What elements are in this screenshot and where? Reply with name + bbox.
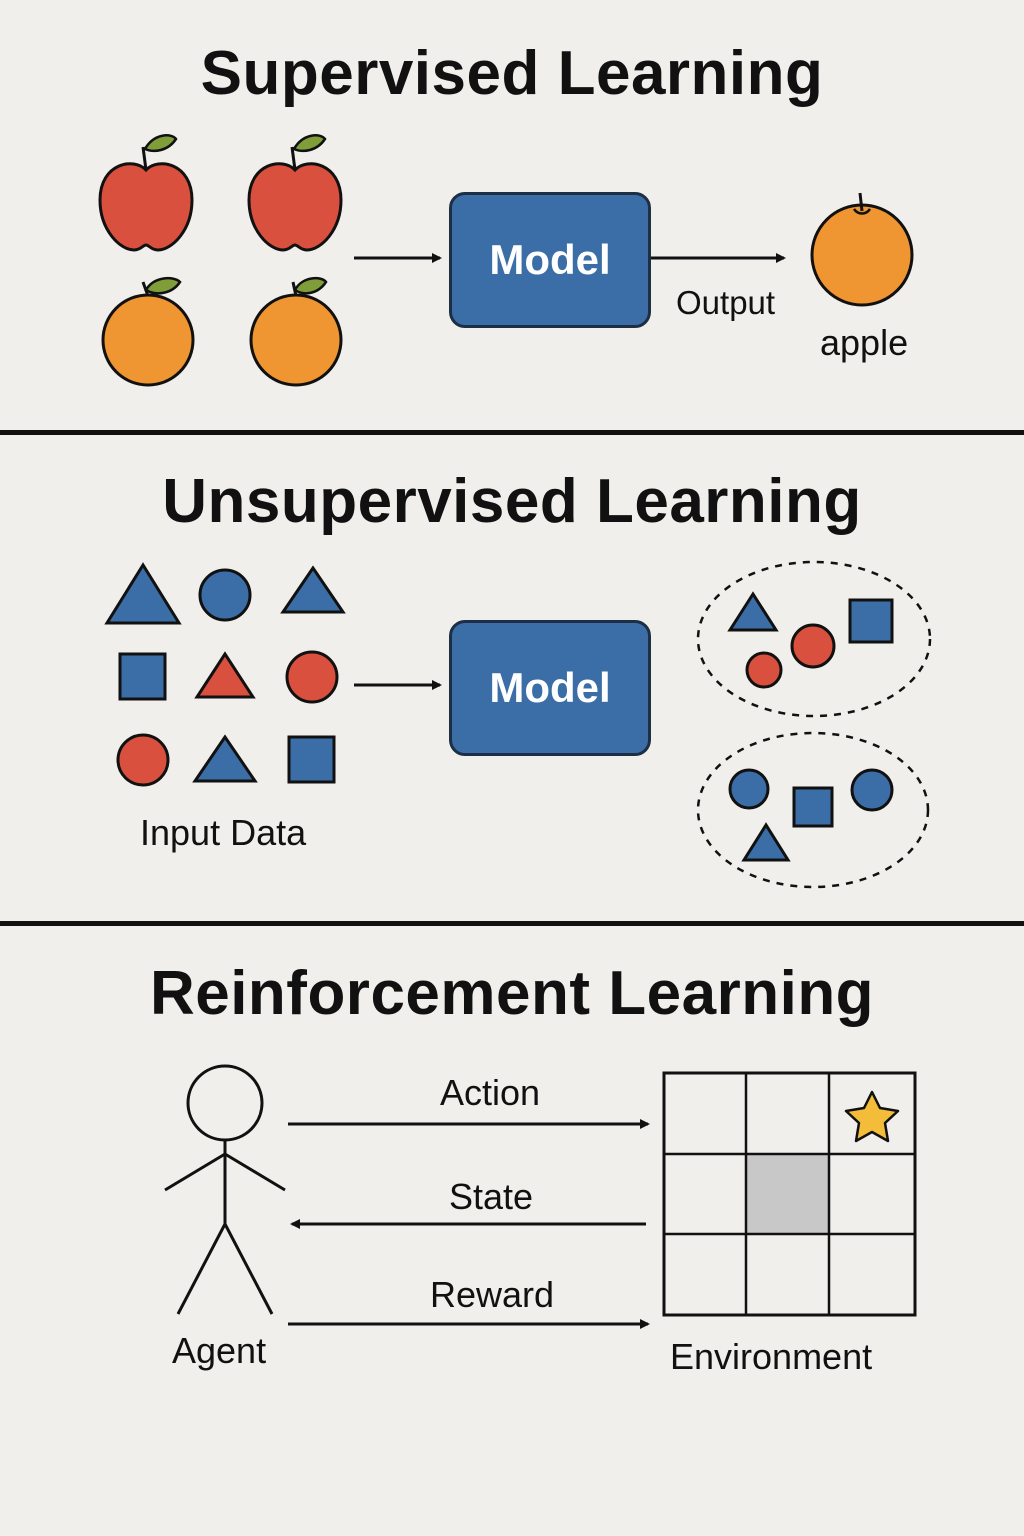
state-label: State bbox=[449, 1176, 534, 1217]
blue-square-shape bbox=[118, 652, 167, 701]
predicted-orange-icon bbox=[810, 192, 914, 307]
blue-triangle-shape bbox=[741, 822, 791, 862]
blue-square-shape bbox=[792, 786, 834, 828]
unsupervised-graphics bbox=[104, 560, 932, 889]
orange-icon bbox=[101, 276, 195, 387]
supervised-model-box: Model bbox=[449, 192, 651, 328]
cluster-outline bbox=[696, 560, 932, 718]
agent-label: Agent bbox=[172, 1330, 267, 1371]
unsupervised-title: Unsupervised Learning bbox=[162, 467, 862, 536]
reinforcement-title: Reinforcement Learning bbox=[149, 959, 875, 1028]
environment-label: Environment bbox=[670, 1336, 873, 1377]
blue-triangle-shape bbox=[280, 565, 346, 614]
reinforcement-graphics bbox=[164, 1064, 917, 1329]
input-data-label: Input Data bbox=[140, 812, 307, 853]
red-circle-shape bbox=[116, 733, 170, 787]
unsupervised-model-box: Model bbox=[449, 620, 651, 756]
red-circle-shape bbox=[285, 650, 339, 704]
blue-triangle-shape bbox=[727, 591, 779, 632]
blue-triangle-shape bbox=[192, 734, 258, 783]
agent-figure-icon bbox=[164, 1064, 286, 1315]
blue-triangle-shape bbox=[104, 562, 182, 625]
action-label: Action bbox=[440, 1072, 541, 1113]
red-circle-shape bbox=[745, 651, 783, 689]
environment-grid bbox=[662, 1071, 917, 1317]
prediction-label: apple bbox=[820, 322, 909, 363]
supervised-title: Supervised Learning bbox=[200, 39, 824, 108]
section-divider bbox=[0, 430, 1024, 435]
reward-label: Reward bbox=[430, 1274, 555, 1315]
section-divider bbox=[0, 921, 1024, 926]
apple-icon bbox=[247, 134, 343, 252]
output-label: Output bbox=[676, 284, 776, 321]
blue-circle-shape bbox=[198, 568, 252, 622]
blue-square-shape bbox=[287, 735, 336, 784]
apple-icon bbox=[98, 134, 194, 252]
blue-circle-shape bbox=[728, 768, 770, 810]
red-triangle-shape bbox=[194, 651, 256, 699]
goal-star-icon bbox=[844, 1090, 900, 1143]
blue-square-shape bbox=[848, 598, 894, 644]
red-circle-shape bbox=[790, 623, 836, 669]
orange-icon bbox=[249, 276, 343, 387]
supervised-graphics bbox=[98, 134, 914, 387]
cluster-outline bbox=[696, 731, 930, 889]
blue-circle-shape bbox=[850, 768, 894, 812]
